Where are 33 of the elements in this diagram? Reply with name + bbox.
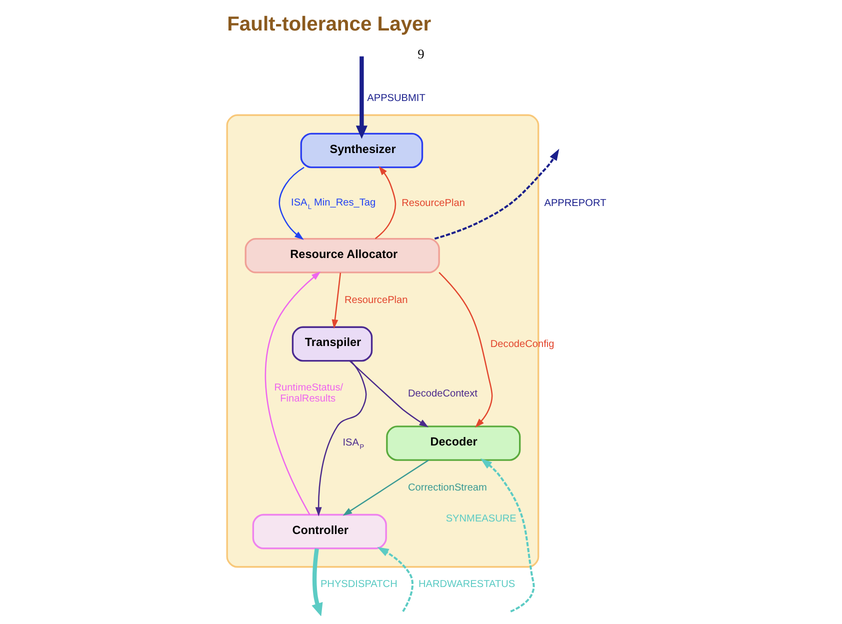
edge-label: SYNMEASURE — [446, 513, 516, 524]
edge-label: PHYSDISPATCH — [320, 579, 398, 590]
diagram-title: Fault-tolerance Layer — [227, 13, 432, 36]
arrow — [480, 458, 535, 612]
node-box: Synthesizer — [300, 132, 424, 168]
edge-label: ISA$_{L}$ Min_Res_Tag — [291, 197, 376, 211]
arrow — [264, 271, 321, 515]
edge-label: ResourcePlan — [402, 198, 465, 210]
arrow — [315, 360, 367, 516]
edge-label: DecodeContext — [408, 388, 478, 400]
edge-label: APPSUBMIT — [367, 92, 426, 104]
arrow — [438, 272, 493, 428]
edge-label: CorrectionStream — [408, 482, 487, 494]
edge-label: ISA$_{P}$ — [342, 437, 364, 451]
edge-label: ResourcePlan — [344, 294, 408, 306]
edge-label: RuntimeStatus/ FinalResults — [274, 382, 344, 405]
arrow — [434, 148, 560, 240]
label: 9 — [418, 46, 424, 62]
arrow — [356, 56, 368, 139]
node-box: Controller — [252, 514, 387, 550]
arrow — [342, 460, 429, 516]
arrow — [332, 272, 342, 329]
arrow — [349, 360, 428, 428]
node-box: Resource Allocator — [244, 238, 440, 274]
arrow — [278, 166, 304, 240]
arrow — [312, 548, 323, 616]
edge-label: APPREPORT — [544, 198, 606, 210]
arrow — [377, 546, 414, 612]
edge-label: HARDWARESTATUS — [418, 579, 516, 590]
edge-label: DecodeConfig — [490, 338, 554, 350]
node-box: Decoder — [386, 426, 521, 461]
node-box: Transpiler — [292, 326, 373, 362]
arrow — [374, 166, 396, 240]
